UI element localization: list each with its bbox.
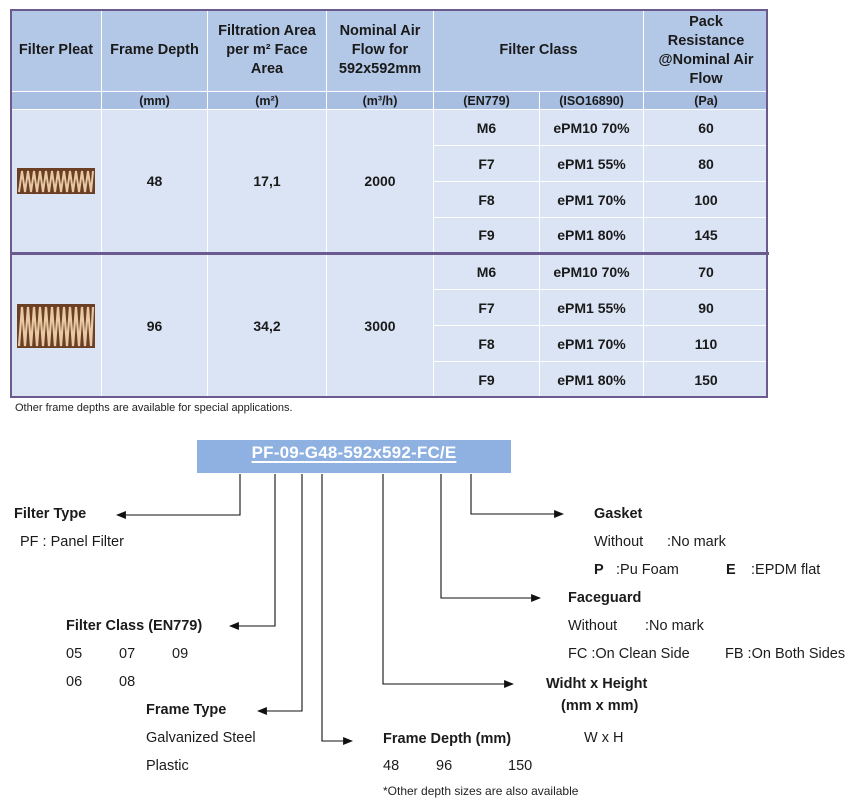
arrow-icon: [470, 474, 564, 518]
frame-type-plastic: Plastic: [146, 758, 189, 774]
gasket-e-desc: :EPDM flat: [751, 562, 821, 578]
header-filtration-area: Filtration Area per m² Face Area: [207, 9, 327, 92]
faceguard-fb: FB :On Both Sides: [725, 646, 846, 662]
size-format: W x H: [584, 730, 624, 746]
unit-frame-depth: (mm): [101, 91, 208, 110]
filter-type-title: Filter Type: [14, 506, 87, 522]
filter-class-05: 05: [66, 646, 83, 662]
frame-depth-title: Frame Depth (mm): [383, 731, 512, 747]
frame-depth-150: 150: [508, 758, 533, 774]
header-filter-class: Filter Class: [432, 9, 645, 92]
code-sep: -: [273, 443, 280, 462]
filter-class-title: Filter Class (EN779): [66, 618, 203, 634]
area-96: 34,2: [207, 252, 327, 398]
arrow-icon: [116, 474, 241, 519]
iso-cell: ePM10 70%: [538, 109, 645, 146]
arrow-icon: [257, 474, 303, 715]
product-code: PF-09-G48-592x592-FC/E: [197, 443, 511, 463]
size-unit: (mm x mm): [561, 698, 639, 714]
iso-cell: ePM10 70%: [538, 252, 645, 290]
pleat-small-icon: [17, 168, 95, 194]
arrow-icon: [229, 474, 276, 630]
gasket-p-desc: :Pu Foam: [616, 562, 679, 578]
pleat-cell-96: [10, 252, 102, 398]
code-part-pf: PF: [251, 443, 274, 462]
header-nominal-air-flow: Nominal Air Flow for 592x592mm: [326, 9, 434, 92]
en779-cell: F8: [433, 181, 540, 218]
flow-48: 2000: [326, 109, 434, 254]
pa-cell: 100: [643, 181, 770, 218]
en779-cell: M6: [433, 109, 540, 146]
filter-class-07: 07: [119, 646, 136, 662]
faceguard-no-mark: :No mark: [645, 618, 704, 634]
filter-type-pf: PF : Panel Filter: [20, 534, 124, 550]
pa-cell: 150: [643, 361, 770, 398]
code-part-depth: 48: [318, 443, 338, 462]
frame-depth-note: *Other depth sizes are also available: [383, 784, 579, 798]
arrow-icon: [382, 474, 514, 688]
code-bar: [197, 440, 511, 473]
en779-cell: F9: [433, 217, 540, 254]
gasket-no-mark: :No mark: [667, 534, 726, 550]
faceguard-without: Without: [568, 618, 618, 634]
header-pack-resistance: Pack Resistance @Nominal Air Flow: [643, 9, 770, 92]
code-sep: -: [298, 443, 305, 462]
frame-type-galvanized: Galvanized Steel: [146, 730, 256, 746]
iso-cell: ePM1 70%: [538, 325, 645, 362]
frame-depth-96: 96: [101, 252, 208, 398]
table-footnote: Other frame depths are available for spe…: [15, 402, 293, 414]
gasket-e-code: E: [726, 562, 736, 578]
en779-cell: M6: [433, 252, 540, 290]
arrow-icon: [321, 474, 353, 745]
code-sep: -: [337, 443, 344, 462]
code-part-faceguard: FC: [416, 443, 440, 462]
pa-cell: 90: [643, 289, 770, 326]
gasket-without: Without: [594, 534, 644, 550]
size-title: Widht x Height: [546, 676, 648, 692]
code-sep: -: [410, 443, 417, 462]
en779-cell: F8: [433, 325, 540, 362]
code-part-frame-type: G: [304, 443, 319, 462]
code-part-size: 592x592: [343, 443, 411, 462]
en779-cell: F7: [433, 289, 540, 326]
en779-cell: F9: [433, 361, 540, 398]
frame-depth-48: 48: [383, 758, 400, 774]
gasket-p-code: P: [594, 562, 604, 578]
code-part-class: 09: [279, 443, 299, 462]
pa-cell: 145: [643, 217, 770, 254]
spec-table: Filter Pleat Frame Depth Filtration Area…: [10, 9, 770, 398]
iso-cell: ePM1 55%: [538, 289, 645, 326]
pa-cell: 80: [643, 145, 770, 182]
gasket-title: Gasket: [594, 506, 643, 522]
code-part-gasket: E: [444, 443, 457, 462]
pleat-cell-48: [10, 109, 102, 254]
pa-cell: 70: [643, 252, 770, 290]
filter-class-08: 08: [119, 674, 136, 690]
filter-class-09: 09: [172, 646, 189, 662]
faceguard-title: Faceguard: [568, 590, 642, 606]
pleat-large-icon: [17, 304, 95, 348]
arrow-icon: [440, 474, 541, 602]
code-sep: /: [439, 443, 445, 462]
frame-type-title: Frame Type: [146, 702, 227, 718]
header-filter-pleat: Filter Pleat: [10, 9, 102, 92]
faceguard-fc: FC :On Clean Side: [568, 646, 690, 662]
pa-cell: 110: [643, 325, 770, 362]
unit-flow: (m³/h): [326, 91, 434, 110]
frame-depth-96: 96: [436, 758, 453, 774]
filter-class-06: 06: [66, 674, 83, 690]
iso-cell: ePM1 80%: [538, 217, 645, 254]
